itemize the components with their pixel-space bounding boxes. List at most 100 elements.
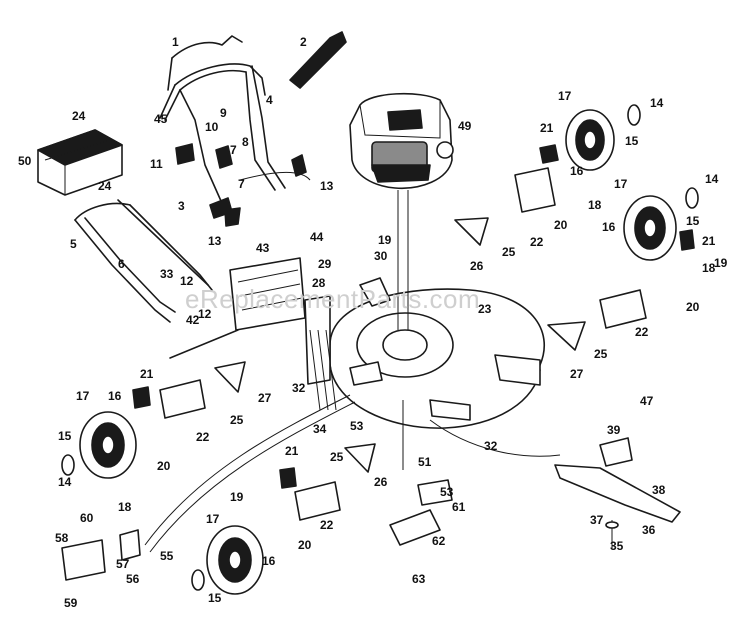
control-cable — [429, 419, 561, 457]
part-number-label-45: 45 — [154, 112, 168, 126]
part-number-label-61: 61 — [452, 500, 466, 514]
part-number-label-51: 51 — [418, 455, 432, 469]
part-number-label-7: 7 — [230, 143, 237, 157]
part-number-label-18: 18 — [702, 261, 716, 275]
part-number-label-62: 62 — [432, 534, 446, 548]
part-number-label-3: 3 — [178, 199, 185, 213]
part-number-label-47: 47 — [640, 394, 654, 408]
part-number-label-34: 34 — [313, 422, 327, 436]
part-number-label-28: 28 — [312, 276, 326, 290]
part-number-label-55: 55 — [160, 549, 174, 563]
part-number-label-20: 20 — [554, 218, 568, 232]
part-number-label-63: 63 — [412, 572, 426, 586]
axle-bushings — [132, 144, 695, 521]
part-number-label-15: 15 — [625, 134, 639, 148]
part-number-label-27: 27 — [258, 391, 272, 405]
part-number-label-14: 14 — [650, 96, 664, 110]
part-number-label-27: 27 — [570, 367, 584, 381]
part-number-label-26: 26 — [470, 259, 484, 273]
part-number-label-49: 49 — [458, 119, 472, 133]
grass-bag — [37, 129, 123, 196]
part-number-label-26: 26 — [374, 475, 388, 489]
part-number-label-21: 21 — [285, 444, 299, 458]
part-number-label-38: 38 — [652, 483, 666, 497]
part-number-label-43: 43 — [256, 241, 270, 255]
part-number-label-23: 23 — [478, 302, 492, 316]
wheel-front-right-mid — [623, 187, 699, 261]
part-number-label-32: 32 — [292, 381, 306, 395]
part-number-label-18: 18 — [588, 198, 602, 212]
part-number-label-21: 21 — [140, 367, 154, 381]
part-number-label-1: 1 — [172, 35, 179, 49]
part-number-label-30: 30 — [374, 249, 388, 263]
part-number-label-12: 12 — [180, 274, 194, 288]
part-number-label-20: 20 — [298, 538, 312, 552]
part-number-label-19: 19 — [378, 233, 392, 247]
part-number-label-20: 20 — [157, 459, 171, 473]
part-number-label-25: 25 — [594, 347, 608, 361]
part-number-label-22: 22 — [530, 235, 544, 249]
part-number-label-39: 39 — [607, 423, 621, 437]
part-number-label-17: 17 — [206, 512, 220, 526]
part-number-label-22: 22 — [635, 325, 649, 339]
mower-deck — [329, 288, 545, 429]
part-number-label-25: 25 — [230, 413, 244, 427]
part-number-label-21: 21 — [540, 121, 554, 135]
part-number-label-60: 60 — [80, 511, 94, 525]
part-number-label-17: 17 — [76, 389, 90, 403]
part-number-label-29: 29 — [318, 257, 332, 271]
part-number-label-37: 37 — [590, 513, 604, 527]
handle-assembly — [74, 31, 347, 323]
part-number-label-15: 15 — [208, 591, 222, 605]
blade-assembly — [554, 437, 681, 548]
part-number-label-19: 19 — [714, 256, 728, 270]
wheel-rear-left — [61, 411, 137, 479]
part-number-label-20: 20 — [686, 300, 700, 314]
height-brackets — [304, 277, 391, 411]
wheel-adjuster-plates — [214, 217, 586, 473]
part-number-label-16: 16 — [262, 554, 276, 568]
part-number-label-2: 2 — [300, 35, 307, 49]
part-number-label-13: 13 — [208, 234, 222, 248]
rear-door-assembly — [61, 394, 356, 581]
part-number-label-9: 9 — [220, 106, 227, 120]
part-number-label-22: 22 — [320, 518, 334, 532]
part-number-label-12: 12 — [198, 307, 212, 321]
rear-axle-rod — [169, 329, 239, 359]
part-number-label-19: 19 — [230, 490, 244, 504]
part-number-label-15: 15 — [58, 429, 72, 443]
part-number-label-16: 16 — [570, 164, 584, 178]
wheel-rear-bottom — [191, 525, 264, 595]
wheel-front-right-top — [565, 104, 641, 171]
part-number-label-10: 10 — [205, 120, 219, 134]
part-number-label-5: 5 — [70, 237, 77, 251]
part-number-label-53: 53 — [440, 485, 454, 499]
part-number-label-17: 17 — [558, 89, 572, 103]
part-number-label-7: 7 — [238, 177, 245, 191]
part-number-label-35: 35 — [610, 539, 624, 553]
engine-shaft-lines — [397, 190, 409, 470]
part-number-label-59: 59 — [64, 596, 78, 610]
part-number-label-22: 22 — [196, 430, 210, 444]
part-number-label-25: 25 — [502, 245, 516, 259]
part-number-label-50: 50 — [18, 154, 32, 168]
part-number-label-16: 16 — [602, 220, 616, 234]
part-number-label-11: 11 — [150, 157, 163, 171]
part-number-label-56: 56 — [126, 572, 140, 586]
part-number-label-24: 24 — [98, 179, 112, 193]
part-number-label-44: 44 — [310, 230, 324, 244]
part-number-label-42: 42 — [186, 313, 200, 327]
watermark-text: eReplacementParts.com — [185, 284, 480, 314]
mulch-plate — [389, 479, 453, 546]
part-number-label-6: 6 — [118, 257, 125, 271]
part-number-label-16: 16 — [108, 389, 122, 403]
part-number-label-14: 14 — [705, 172, 719, 186]
part-number-label-32: 32 — [484, 439, 498, 453]
part-number-label-8: 8 — [242, 135, 249, 149]
part-number-label-4: 4 — [266, 93, 273, 107]
part-number-label-17: 17 — [614, 177, 628, 191]
part-number-label-14: 14 — [58, 475, 72, 489]
engine — [349, 92, 454, 190]
part-number-label-33: 33 — [160, 267, 174, 281]
